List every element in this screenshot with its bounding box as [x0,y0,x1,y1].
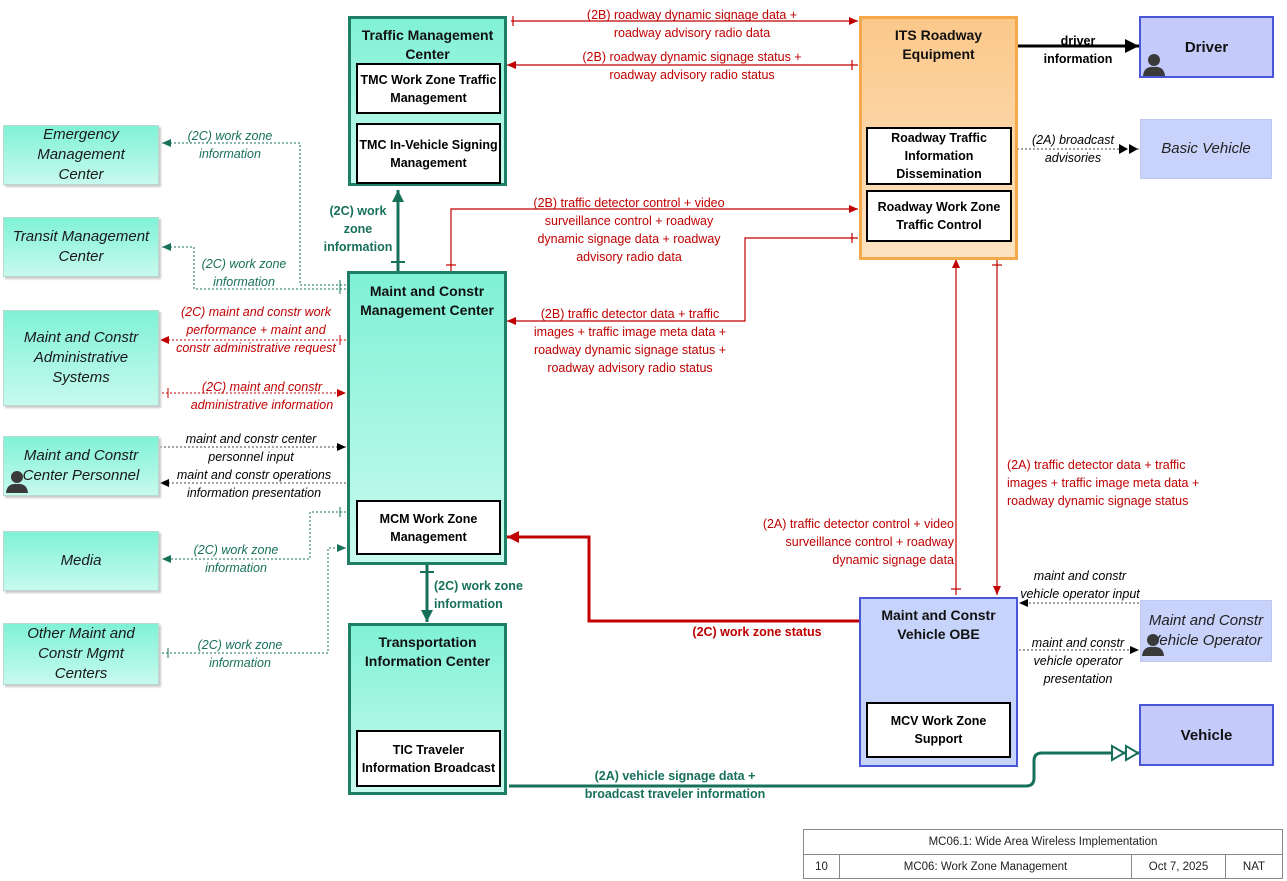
flow-label-work-performance: (2C) maint and constr work performance +… [176,305,336,355]
personnel-label: Maint and Constr Center Personnel [22,447,140,484]
basic-vehicle-label: Basic Vehicle [1161,140,1251,157]
mcmc-title: Maint and Constr Management Center [360,283,494,318]
maint-constr-management-center[interactable]: Maint and Constr Management Center MCM W… [347,271,507,565]
driver[interactable]: Driver [1139,16,1274,78]
flow-label-media-work-zone-info: (2C) work zone information [193,543,279,575]
flow-label-driver-information: driver information [1043,34,1113,66]
flow-label-broadcast-advisories: (2A) broadcast advisories [1032,133,1114,165]
footer-title: MC06.1: Wide Area Wireless Implementatio… [804,830,1282,855]
tmc-work-zone-traffic-management[interactable]: TMC Work Zone Traffic Management [356,63,501,114]
flow-label-vehicle-signage-data: (2A) vehicle signage data + broadcast tr… [584,769,766,801]
flow-label-detector-data: (2B) traffic detector data + traffic ima… [533,307,727,375]
flow-label-transit-work-zone-info: (2C) work zone information [201,257,287,289]
footer-page: 10 [804,855,840,879]
flow-label-obe-detector-control: (2A) traffic detector control + video su… [762,517,954,567]
flow-label-tmc-work-zone-info: (2C) work zone information [323,204,393,254]
flow-label-emc-work-zone-info: (2C) work zone information [187,129,273,161]
flow-label-obe-detector-data: (2A) traffic detector data + traffic ima… [1007,458,1200,508]
tmc-in-vehicle-signing-management[interactable]: TMC In-Vehicle Signing Management [356,123,501,184]
maint-constr-center-personnel[interactable]: Maint and Constr Center Personnel [3,436,159,496]
flow-label-tic-work-zone-info: (2C) work zone information [434,579,523,611]
basic-vehicle[interactable]: Basic Vehicle [1140,119,1272,179]
transportation-information-center[interactable]: Transportation Information Center TIC Tr… [348,623,507,795]
tic-title: Transportation Information Center [364,634,491,669]
flow-label-signage-data: (2B) roadway dynamic signage data + road… [586,8,798,40]
transit-management-center[interactable]: Transit Management Center [3,217,159,277]
driver-label: Driver [1184,38,1229,56]
admin-label: Maint and Constr Administrative Systems [23,329,139,386]
flow-label-operator-presentation: maint and constr vehicle operator presen… [1031,636,1125,686]
mcm-work-zone-management[interactable]: MCM Work Zone Management [356,500,501,555]
tmc-title: Traffic Management Center [361,27,494,62]
title-block: MC06.1: Wide Area Wireless Implementatio… [803,829,1283,879]
its-title: ITS Roadway Equipment [894,27,983,62]
traffic-management-center[interactable]: Traffic Management Center TMC Work Zone … [348,16,507,186]
media-label: Media [60,552,102,569]
flow-label-signage-status: (2B) roadway dynamic signage status + ro… [582,50,802,82]
operator-person-icon [1142,634,1164,656]
flow-label-detector-control: (2B) traffic detector control + video su… [533,196,725,264]
flow-label-other-work-zone-info: (2C) work zone information [197,638,283,670]
personnel-person-icon [6,471,28,493]
footer-package: MC06: Work Zone Management [840,855,1132,879]
footer-date: Oct 7, 2025 [1132,855,1226,879]
maint-constr-vehicle-obe[interactable]: Maint and Constr Vehicle OBE MCV Work Zo… [859,597,1018,767]
maint-constr-administrative-systems[interactable]: Maint and Constr Administrative Systems [3,310,159,406]
emergency-management-center[interactable]: Emergency Management Center [3,125,159,185]
transit-label: Transit Management Center [12,228,150,265]
flow-label-operator-input: maint and constr vehicle operator input [1020,569,1140,601]
mcv-work-zone-support[interactable]: MCV Work Zone Support [866,702,1011,758]
other-centers-label: Other Maint and Constr Mgmt Centers [27,625,135,682]
obe-title: Maint and Constr Vehicle OBE [881,607,996,642]
emc-label: Emergency Management Center [37,126,125,183]
flow-label-work-zone-status: (2C) work zone status [692,625,822,639]
flow-label-admin-information: (2C) maint and constr administrative inf… [190,380,334,412]
flow-label-operations-presentation: maint and constr operations information … [176,468,332,500]
footer-scope: NAT [1242,861,1266,873]
vehicle-label: Vehicle [1180,726,1233,744]
roadway-work-zone-traffic-control[interactable]: Roadway Work Zone Traffic Control [866,190,1012,242]
its-roadway-equipment[interactable]: ITS Roadway Equipment Roadway Traffic In… [859,16,1018,260]
flow-label-personnel-input: maint and constr center personnel input [185,432,317,464]
media[interactable]: Media [3,531,159,591]
tic-traveler-information-broadcast[interactable]: TIC Traveler Information Broadcast [356,730,501,787]
operator-label: Maint and Constr Vehicle Operator [1148,612,1264,649]
other-maint-constr-mgmt-centers[interactable]: Other Maint and Constr Mgmt Centers [3,623,159,685]
driver-person-icon [1143,54,1165,76]
vehicle[interactable]: Vehicle [1139,704,1274,766]
roadway-traffic-information-dissemination[interactable]: Roadway Traffic Information Disseminatio… [866,127,1012,185]
